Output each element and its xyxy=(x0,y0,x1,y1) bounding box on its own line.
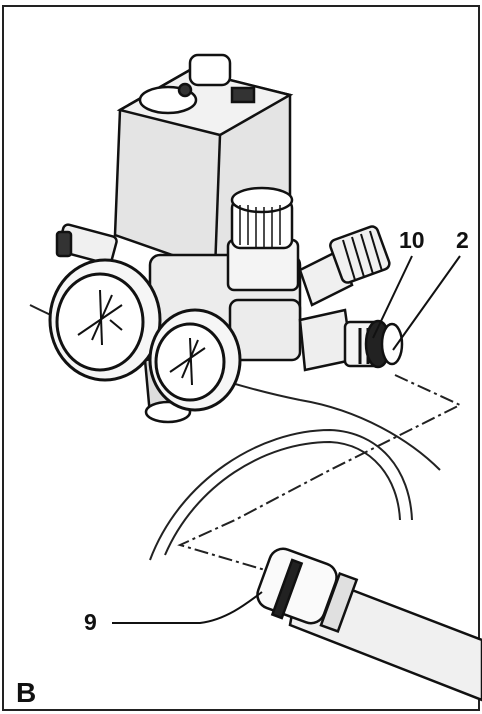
callout-10: 10 xyxy=(399,227,425,253)
safety-valve xyxy=(298,225,391,307)
figure-border xyxy=(2,5,480,711)
leader-lines xyxy=(112,255,461,624)
pressure-gauge-small xyxy=(148,308,242,412)
air-hose xyxy=(256,547,482,702)
callout-9: 9 xyxy=(84,609,97,635)
alignment-line xyxy=(177,374,463,571)
quick-coupling-outlet xyxy=(298,308,404,372)
regulator-knob xyxy=(226,186,300,292)
side-fitting xyxy=(55,223,118,265)
panel-label: B xyxy=(16,677,37,708)
pressure-gauge-large xyxy=(48,258,162,382)
callout-2: 2 xyxy=(456,227,469,253)
